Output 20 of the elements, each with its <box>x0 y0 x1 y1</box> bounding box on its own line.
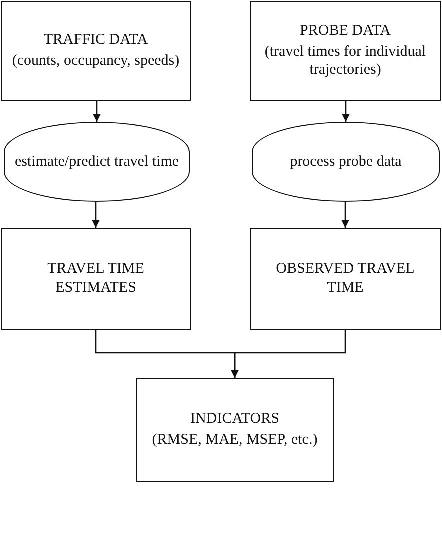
node-title: estimate/predict travel time <box>14 152 180 172</box>
node-title: TRAVEL TIME ESTIMATES <box>46 260 146 298</box>
node-title: TRAFFIC DATA <box>44 31 148 50</box>
data-box <box>1 1 191 101</box>
data-box <box>250 1 441 101</box>
arrow <box>92 202 100 228</box>
node-title: process probe data <box>290 152 402 172</box>
node-detail: (travel times for individual trajectories) <box>264 42 428 80</box>
data-box <box>1 228 191 330</box>
arrow <box>231 330 346 378</box>
node-title: PROBE DATA <box>300 22 391 41</box>
node-detail: (RMSE, MAE, MSEP, etc.) <box>152 431 318 450</box>
node-title: INDICATORS <box>190 410 280 429</box>
arrow <box>342 101 350 122</box>
data-box <box>136 378 334 482</box>
node-detail: (counts, occupancy, speeds) <box>12 52 180 71</box>
node-title: OBSERVED TRAVEL TIME <box>275 260 416 298</box>
data-box <box>250 228 441 330</box>
arrow <box>342 202 350 228</box>
arrow <box>93 101 101 122</box>
